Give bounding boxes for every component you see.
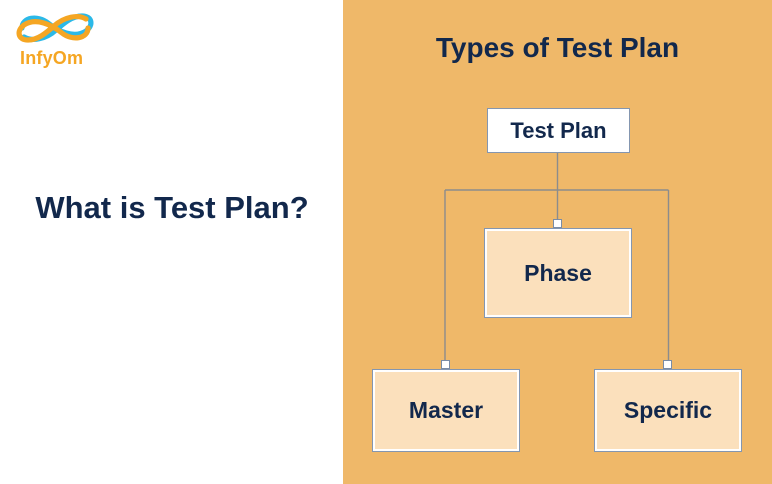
diagram-title: Types of Test Plan — [435, 32, 680, 63]
infinity-icon — [12, 8, 98, 48]
node-master-label: Master — [408, 397, 484, 423]
connector-lines — [444, 153, 670, 365]
brand-logo: InfyOm — [12, 8, 132, 74]
node-specific[interactable]: Specific — [594, 369, 742, 452]
left-panel: InfyOm What is Test Plan? — [0, 0, 343, 484]
connector-handle-specific[interactable] — [663, 360, 672, 369]
node-test-plan[interactable]: Test Plan — [487, 108, 630, 153]
connector-handle-phase[interactable] — [553, 219, 562, 228]
left-heading: What is Test Plan? — [35, 190, 309, 225]
node-test-plan-label: Test Plan — [510, 117, 607, 143]
test-plan-tree-diagram: Test Plan Phase Master Specific — [343, 0, 772, 484]
node-master[interactable]: Master — [372, 369, 520, 452]
node-specific-label: Specific — [623, 397, 713, 423]
node-phase[interactable]: Phase — [484, 228, 632, 318]
brand-name: InfyOm — [20, 48, 84, 68]
connector-handle-master[interactable] — [441, 360, 450, 369]
node-phase-label: Phase — [524, 259, 592, 286]
